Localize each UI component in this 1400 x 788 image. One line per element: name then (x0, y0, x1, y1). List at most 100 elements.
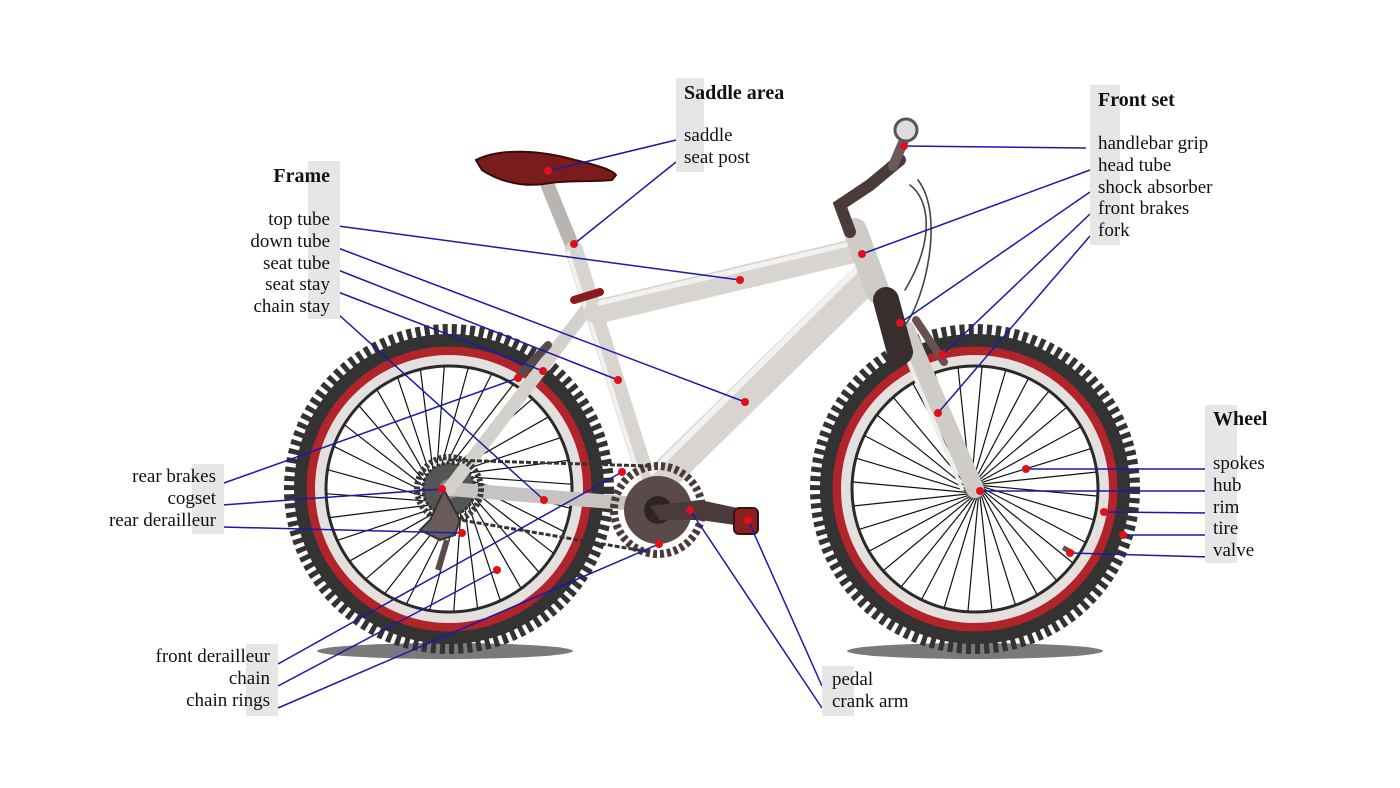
spoke (971, 367, 983, 481)
front-wheel-shadow (847, 643, 1103, 659)
leader-valve (1069, 552, 1211, 558)
label-cogset: cogset (167, 487, 216, 509)
leader-head-tube (861, 169, 1091, 255)
spoke (972, 370, 1007, 481)
frame (442, 117, 984, 512)
label-pedal: pedal (832, 669, 874, 690)
drivetrain (414, 454, 759, 571)
marker-chain-stay (540, 496, 548, 504)
spoke (859, 494, 969, 530)
spoke (983, 490, 1073, 563)
front-wheel (810, 324, 1140, 654)
label-front-derailleur: front derailleur (155, 646, 270, 667)
label-seat-stay: seat stay (265, 274, 330, 296)
spoke (943, 497, 978, 608)
marker-rear-brakes (514, 374, 522, 382)
spoke (983, 488, 1086, 543)
spoke (448, 384, 514, 468)
marker-fork (934, 409, 942, 417)
leader-top-tube (337, 225, 741, 281)
marker-front-brakes (938, 351, 946, 359)
leader-down-tube (337, 247, 746, 403)
label-seat-post: seat post (684, 146, 750, 168)
group-title-front-set: Front set (1098, 89, 1175, 111)
label-crank-arm: crank arm (832, 690, 909, 712)
marker-pedal (744, 516, 752, 524)
spoke (854, 493, 968, 507)
leader-fork (937, 235, 1091, 414)
marker-rim (1100, 508, 1108, 516)
spoke (338, 506, 437, 541)
leader-chain-rings (277, 543, 660, 709)
marker-chain-rings (655, 540, 663, 548)
marker-head-tube (858, 250, 866, 258)
spoke (974, 378, 1029, 481)
leader-rim (1103, 511, 1211, 514)
spoke (979, 496, 993, 610)
spoke (453, 507, 462, 611)
rear-wheel (284, 324, 614, 654)
spoke (334, 446, 428, 494)
label-top-tube: top tube (268, 209, 330, 230)
leader-shock-absorber (899, 191, 1091, 324)
spoke (856, 457, 967, 492)
label-front-brakes: front brakes (1098, 198, 1190, 220)
label-seat-tube: seat tube (262, 252, 330, 274)
spoke (419, 370, 434, 474)
leader-crank-arm (689, 509, 823, 709)
spoke (467, 476, 571, 485)
spoke (470, 488, 554, 554)
spoke (327, 493, 431, 502)
spoke (980, 495, 1016, 605)
label-chain: chain (228, 667, 270, 689)
leader-front-brakes (941, 213, 1091, 356)
spoke (853, 481, 967, 493)
label-head-tube: head tube (1098, 154, 1172, 176)
marker-seat-stay (539, 367, 547, 375)
crank-list: pedal crank arm (832, 669, 908, 713)
label-fork: fork (1098, 220, 1130, 242)
spoke (328, 469, 429, 498)
spoke (981, 493, 1038, 595)
label-chain-rings: chain rings (186, 689, 270, 711)
leader-chain (277, 569, 498, 687)
label-handlebar-grip: handlebar grip (1098, 133, 1209, 154)
leader-front-derailleur (277, 471, 623, 665)
spoke (983, 486, 1094, 521)
marker-crank-arm (686, 506, 694, 514)
marker-seat-post (570, 240, 578, 248)
marker-down-tube (741, 398, 749, 406)
leader-saddle (547, 139, 677, 172)
rear-list: rear brakes cogset rear derailleur (109, 466, 216, 531)
label-shock-absorber: shock absorber (1098, 176, 1213, 198)
spoke (981, 448, 1091, 484)
label-rear-brakes: rear brakes (132, 466, 216, 487)
spoke (470, 492, 540, 573)
marker-tire (1119, 531, 1127, 539)
marker-valve (1066, 549, 1074, 557)
spoke (397, 378, 432, 477)
spoke (376, 390, 430, 481)
spoke (358, 405, 428, 486)
leader-chain-stay (337, 313, 545, 501)
spoke (436, 367, 445, 471)
saddle-area-list: saddle seat post (684, 125, 750, 169)
spoke (979, 426, 1081, 483)
label-saddle: saddle (684, 125, 733, 146)
spoke (350, 508, 441, 562)
spoke (921, 497, 976, 600)
label-chain-stay: chain stay (253, 296, 330, 318)
leader-seat-tube (337, 269, 619, 381)
spoke (466, 501, 501, 600)
label-valve: valve (1213, 540, 1255, 562)
frame-list: top tube down tube seat tube seat stay c… (250, 209, 330, 318)
marker-spokes (1022, 465, 1030, 473)
leader-pedal (747, 519, 823, 687)
label-tire: tire (1213, 518, 1239, 540)
label-rear-derailleur: rear derailleur (108, 509, 216, 531)
marker-seat-tube (614, 376, 622, 384)
marker-cogset (438, 485, 446, 493)
spoke (978, 407, 1067, 482)
